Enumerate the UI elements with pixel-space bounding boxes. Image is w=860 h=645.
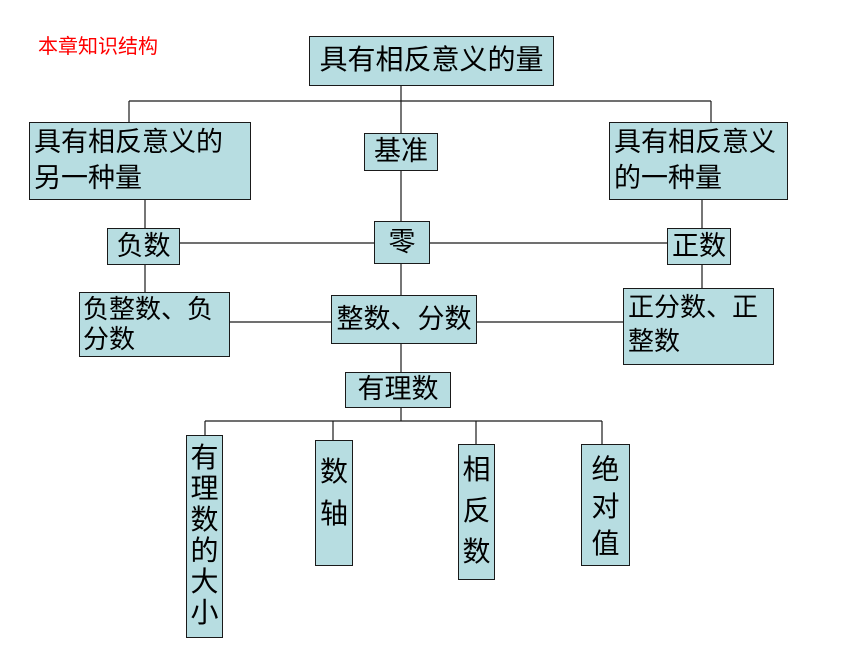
node-negative: 负数 (107, 228, 180, 265)
leaf-opposite-number: 相 反 数 (458, 444, 495, 580)
leaf-absolute-value: 绝 对 值 (581, 444, 630, 566)
leaf-rational-compare: 有 理 数 的 大 小 (186, 435, 223, 638)
leaf-number-line-text: 数 轴 (319, 455, 348, 530)
leaf-absolute-value-text: 绝 对 值 (591, 453, 620, 560)
node-zero: 零 (374, 221, 430, 264)
leaf-number-line: 数 轴 (315, 440, 353, 566)
node-negative-parts: 负整数、负分数 (79, 292, 230, 357)
node-rational: 有理数 (345, 372, 451, 408)
leaf-opposite-number-text: 相 反 数 (462, 453, 491, 568)
node-root: 具有相反意义的量 (309, 36, 554, 86)
node-positive: 正数 (667, 228, 731, 265)
chapter-title: 本章知识结构 (38, 34, 158, 58)
node-integer-fraction: 整数、分数 (331, 295, 477, 344)
node-baseline: 基准 (364, 133, 438, 171)
node-right-quantity: 具有相反意义的一种量 (609, 122, 788, 200)
leaf-rational-compare-text: 有 理 数 的 大 小 (190, 441, 219, 629)
node-positive-parts: 正分数、正整数 (623, 288, 774, 365)
node-left-quantity: 具有相反意义的另一种量 (29, 122, 251, 200)
